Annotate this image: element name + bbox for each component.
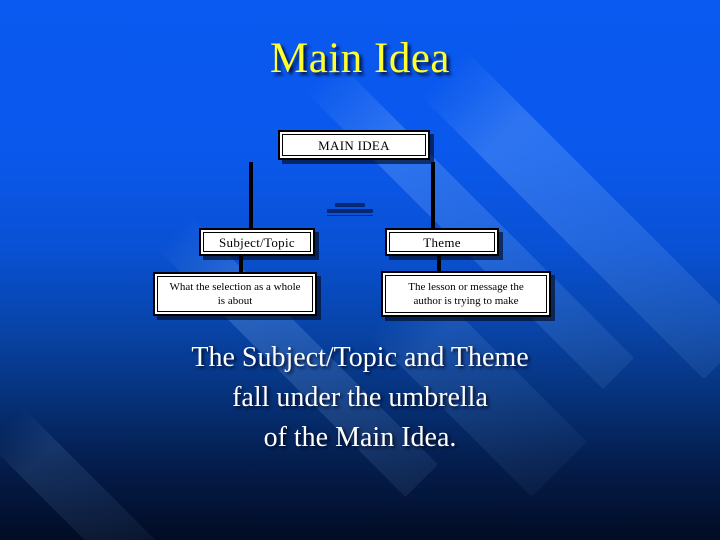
body-line: The Subject/Topic and Theme — [191, 342, 529, 373]
body-line: fall under the umbrella — [232, 382, 488, 413]
node-main-idea: MAIN IDEA — [278, 130, 430, 160]
node-theme: Theme — [385, 228, 499, 256]
node-subject-description: What the selection as a whole is about — [153, 272, 317, 316]
node-subject-topic: Subject/Topic — [199, 228, 315, 256]
node-theme-description-frame: The lesson or message the author is tryi… — [385, 275, 547, 313]
theme-description-line: The lesson or message the — [408, 281, 524, 293]
theme-description-line: author is trying to make — [413, 295, 519, 307]
fine-print-line — [327, 209, 373, 213]
connector-subject-to-description — [239, 252, 243, 272]
fine-print-underline — [327, 215, 373, 216]
node-subject-topic-label: Subject/Topic — [219, 234, 295, 250]
connector-root-to-theme — [431, 162, 435, 228]
subject-description-line: is about — [217, 295, 253, 307]
node-theme-label: Theme — [423, 234, 461, 250]
node-theme-description: The lesson or message the author is tryi… — [381, 271, 551, 317]
fine-print-watermark — [327, 202, 373, 218]
node-main-idea-label: MAIN IDEA — [318, 137, 390, 153]
subject-description-line: What the selection as a whole — [169, 281, 301, 293]
body-line: of the Main Idea. — [263, 422, 457, 453]
fine-print-line — [335, 203, 365, 207]
node-subject-topic-frame: Subject/Topic — [203, 232, 311, 252]
node-main-idea-frame: MAIN IDEA — [282, 134, 426, 156]
body-paragraph: The Subject/Topic and Theme fall under t… — [0, 338, 720, 458]
connector-theme-to-description — [437, 252, 441, 272]
slide-title: Main Idea — [269, 35, 450, 82]
node-subject-description-frame: What the selection as a whole is about — [157, 276, 313, 312]
connector-root-to-subject — [249, 162, 253, 228]
node-theme-frame: Theme — [389, 232, 495, 252]
